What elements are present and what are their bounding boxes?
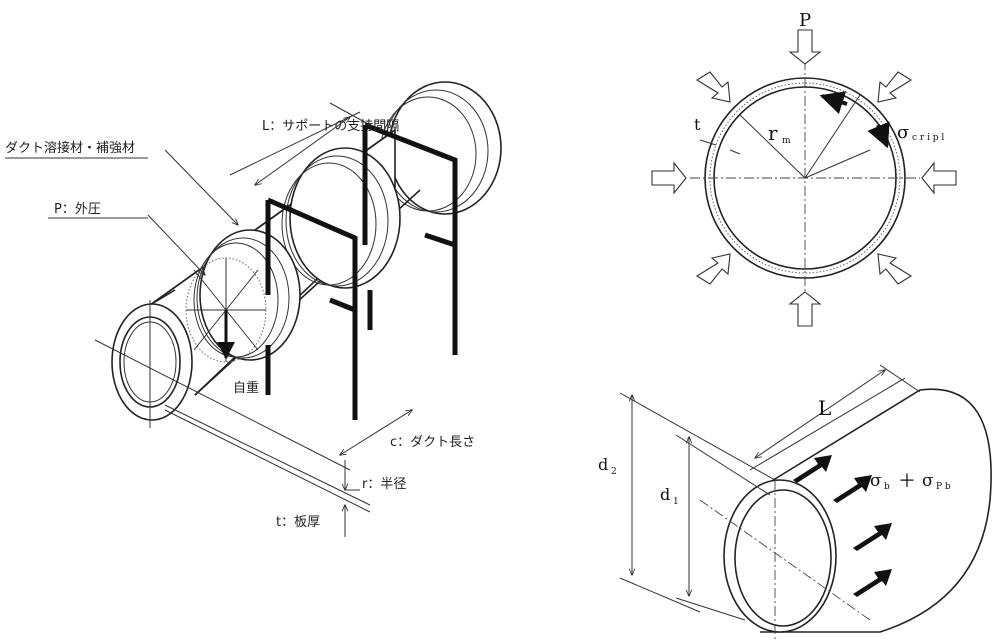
crippling-stress-label: σ xyxy=(897,122,909,143)
stress-arrows xyxy=(793,455,892,597)
far-flange xyxy=(379,81,502,215)
outer-diameter-label: d xyxy=(598,455,608,474)
ring-thickness-label: t xyxy=(694,115,701,134)
duct-assembly-drawing: L：サポートの支持間隔 ダクト溶接材・補強材 P：外圧 自重 c：ダクト長さ r… xyxy=(5,81,502,537)
crippling-stress-sub: c r i p l xyxy=(912,133,944,143)
duct-end xyxy=(111,289,193,428)
radius-label: r：半径 xyxy=(362,477,406,492)
duct-supports xyxy=(265,122,458,420)
outer-diameter-sub: 2 xyxy=(611,467,617,477)
plus-sign: ＋ xyxy=(898,471,916,492)
crippling-arrow-1 xyxy=(819,91,848,115)
pressure-bending-stress-label: σ xyxy=(922,471,934,491)
self-weight-label: 自重 xyxy=(233,380,259,396)
ring-pressure-drawing: P t r m σ c r i p l xyxy=(651,10,957,327)
crippling-arrow-2 xyxy=(867,121,890,149)
cylinder-drawing: L d 2 d 1 σ b ＋ σ P b xyxy=(598,364,992,640)
external-pressure-label: P：外圧 xyxy=(54,202,101,217)
ring-pressure-label: P xyxy=(799,10,811,31)
bending-stress-label: σ xyxy=(870,471,882,491)
mean-radius-label: r xyxy=(768,121,778,145)
duct-weld-label: ダクト溶接材・補強材 xyxy=(5,140,135,156)
plate-thickness-label: t：板厚 xyxy=(276,515,320,530)
inner-diameter-label: d xyxy=(660,485,670,504)
duct-length-label: c：ダクト長さ xyxy=(390,435,475,450)
pressure-arrows xyxy=(651,29,957,327)
dimension-lines xyxy=(94,102,412,537)
cylinder-length-label: L xyxy=(818,396,831,420)
inner-diameter-sub: 1 xyxy=(673,497,679,507)
support-span-label: L：サポートの支持間隔 xyxy=(262,119,399,134)
mean-radius-sub: m xyxy=(782,136,791,146)
pressure-bending-stress-sub: P b xyxy=(936,482,951,492)
bending-stress-sub: b xyxy=(884,482,890,492)
